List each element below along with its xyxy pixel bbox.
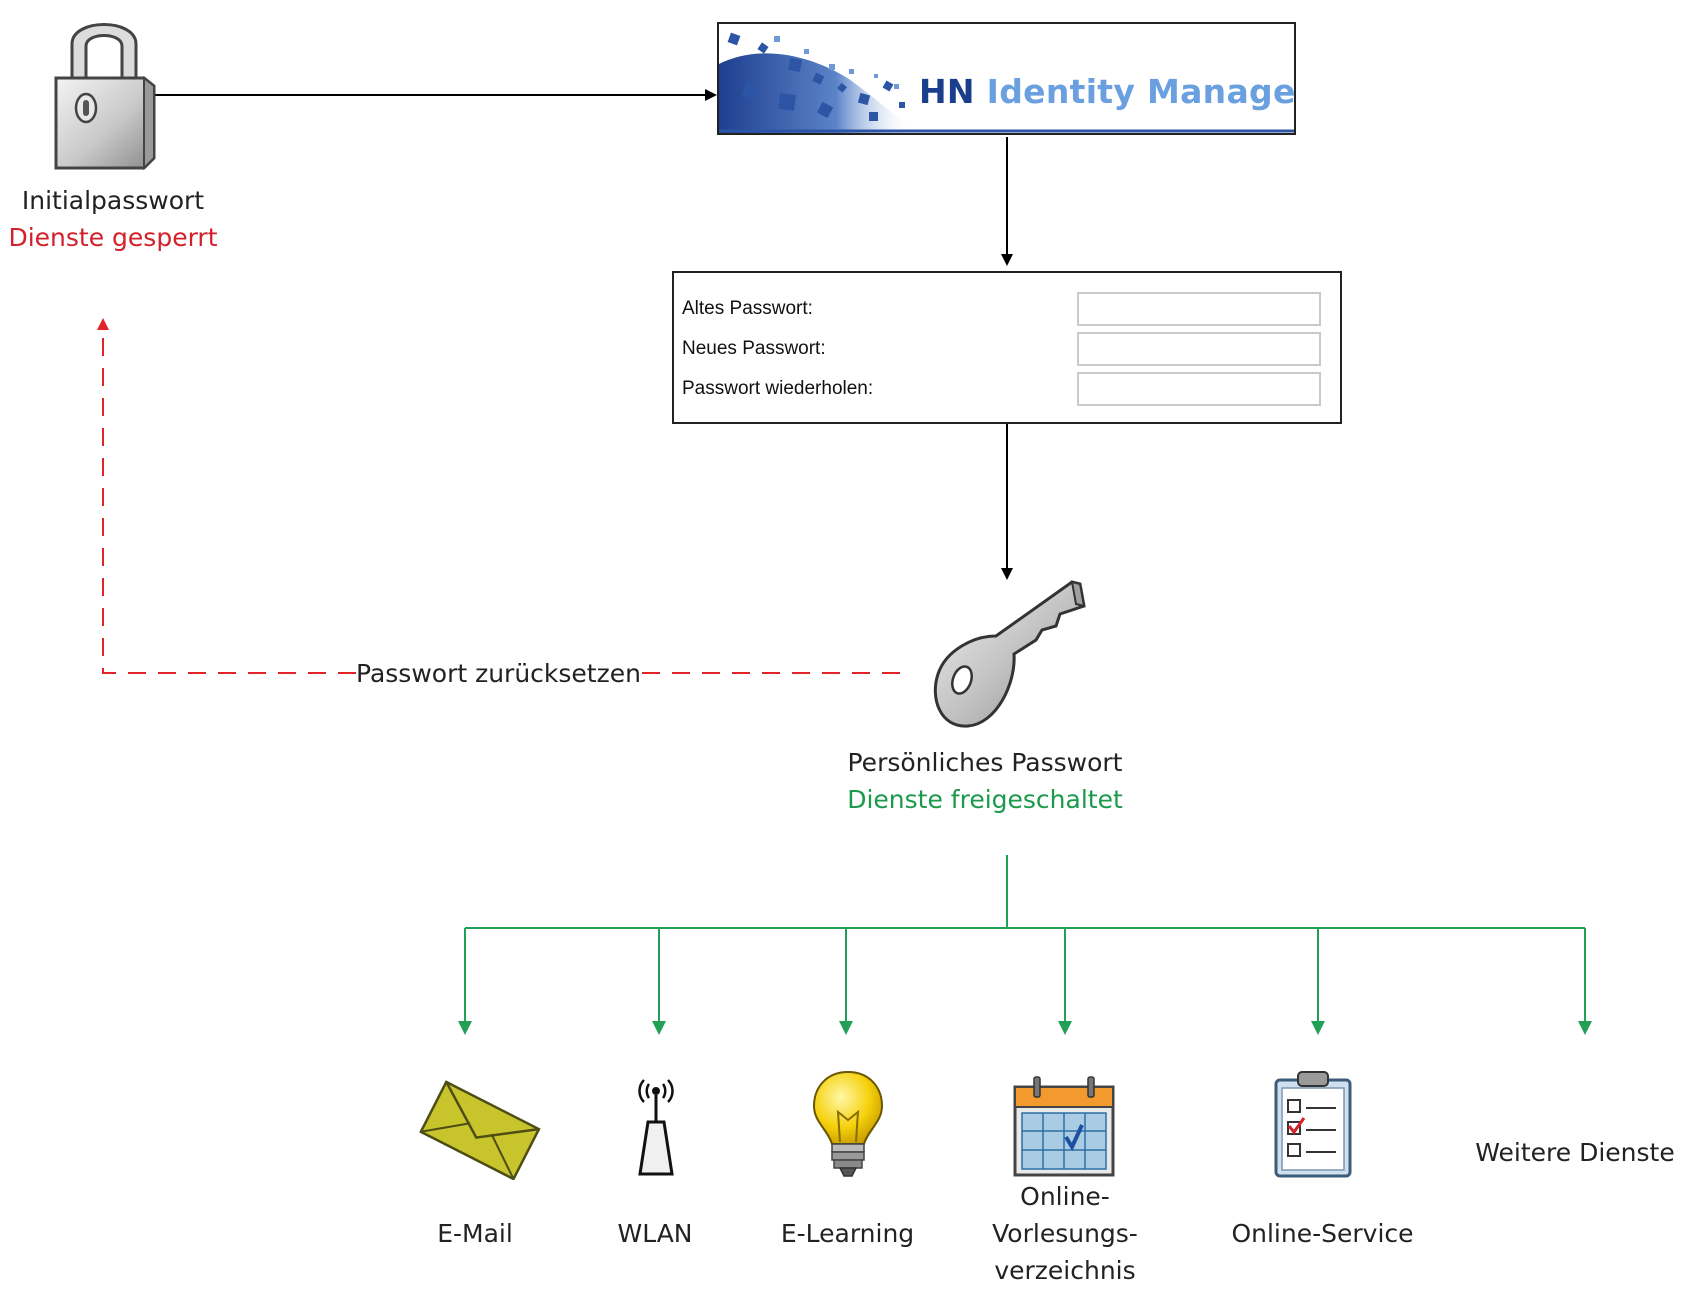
form-row-repeat-password: Passwort wiederholen: [682, 372, 1332, 408]
service-label-email: E-Mail [437, 1219, 513, 1248]
service-label-elearning: E-Learning [780, 1219, 915, 1248]
new-password-input[interactable] [1077, 332, 1321, 366]
calendar-icon[interactable] [1012, 1075, 1116, 1179]
form-row-new-password: Neues Passwort: [682, 332, 1332, 368]
repeat-password-label: Passwort wiederholen: [682, 378, 874, 399]
checklist-clipboard-icon[interactable] [1272, 1068, 1354, 1180]
envelope-icon[interactable] [416, 1080, 542, 1180]
identity-manager-banner[interactable]: HN Identity Manager [717, 22, 1296, 135]
repeat-password-input[interactable] [1077, 372, 1321, 406]
service-label-vorlesungsverzeichnis: Online- Vorlesungs- verzeichnis [960, 1178, 1170, 1289]
start-status: Dienste gesperrt [8, 223, 218, 252]
new-password-label: Neues Passwort: [682, 338, 826, 359]
banner-brand-name: Identity Manager [986, 72, 1296, 111]
service-label-vorlesungsverzeichnis-line2: Vorlesungs- [992, 1219, 1138, 1248]
wifi-antenna-icon[interactable] [628, 1068, 684, 1180]
old-password-label: Altes Passwort: [682, 298, 813, 319]
form-row-old-password: Altes Passwort: [682, 292, 1332, 328]
service-label-online-service: Online-Service [1231, 1219, 1414, 1248]
result-status: Dienste freigeschaltet [847, 785, 1123, 814]
banner-brand-prefix: HN [919, 72, 975, 111]
result-title: Persönliches Passwort [847, 748, 1123, 777]
start-title: Initialpasswort [21, 186, 205, 215]
reset-edge-label: Passwort zurücksetzen [356, 655, 641, 692]
key-icon [933, 580, 1086, 728]
old-password-input[interactable] [1077, 292, 1321, 326]
lightbulb-icon[interactable] [810, 1068, 886, 1182]
password-change-form: Altes Passwort: Neues Passwort: Passwort… [672, 271, 1342, 424]
service-label-wlan: WLAN [617, 1219, 693, 1248]
service-label-vorlesungsverzeichnis-line1: Online- [1020, 1182, 1110, 1211]
edge-reset-password [103, 320, 900, 674]
padlock-icon [54, 23, 156, 170]
banner-brand: HN Identity Manager [919, 72, 1296, 111]
service-label-vorlesungsverzeichnis-line3: verzeichnis [994, 1256, 1136, 1285]
service-label-weitere-dienste[interactable]: Weitere Dienste [1475, 1138, 1675, 1167]
banner-graphic [719, 32, 1294, 133]
